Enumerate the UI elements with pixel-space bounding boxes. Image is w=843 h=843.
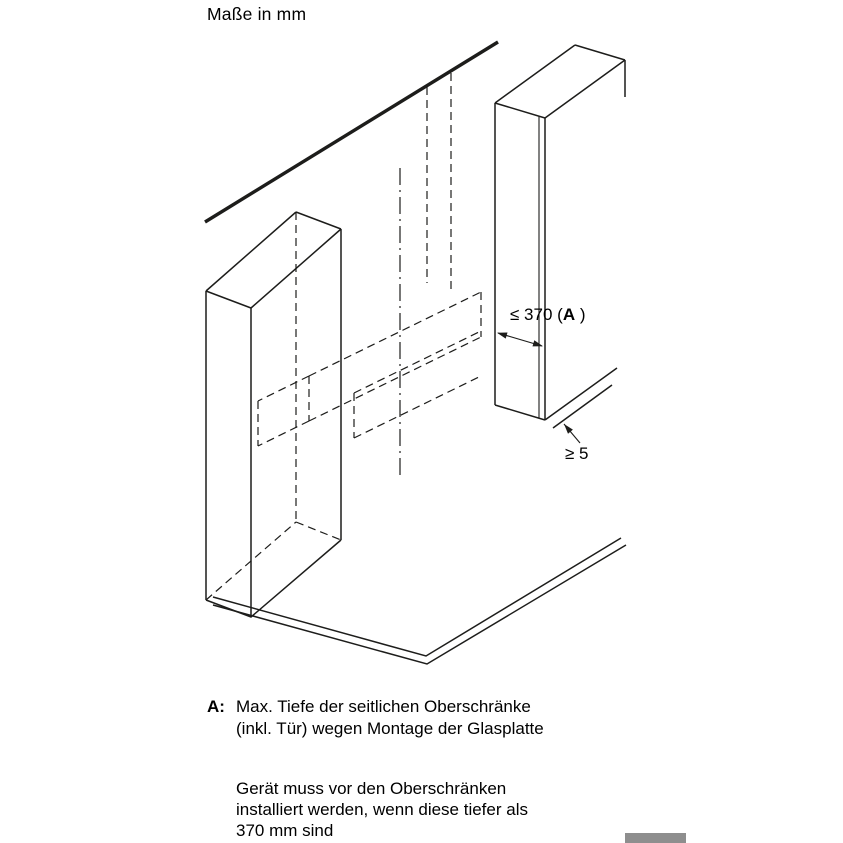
installation-note: Gerät muss vor den Oberschränken install…	[236, 778, 528, 841]
installation-note-line-3: 370 mm sind	[236, 821, 334, 840]
legend-a-line-2: (inkl. Tür) wegen Montage der Glasplatte	[236, 719, 544, 738]
installation-note-line-1: Gerät muss vor den Oberschränken	[236, 779, 507, 798]
legend-a-label: A:	[207, 697, 225, 716]
countertop-edges	[212, 537, 627, 665]
legend-a-text: Max. Tiefe der seitlichen Oberschränke (…	[236, 696, 544, 740]
hood-hidden-outline	[257, 73, 482, 447]
left-cabinet	[205, 211, 342, 618]
installation-note-line-2: installiert werden, wenn diese tiefer al…	[236, 800, 528, 819]
legend-a-line-1: Max. Tiefe der seitlichen Oberschränke	[236, 697, 531, 716]
dimension-depth-label: ≤ 370 (A )	[510, 305, 585, 324]
horizontal-scrollbar-thumb[interactable]	[625, 833, 686, 843]
dimension-gap-5: ≥ 5	[552, 384, 613, 463]
page-title: Maße in mm	[207, 4, 307, 24]
dimension-gap-label: ≥ 5	[565, 444, 589, 463]
legend-note-a: A: Max. Tiefe der seitlichen Oberschränk…	[207, 696, 544, 740]
dimension-depth-370: ≤ 370 (A )	[497, 305, 585, 347]
right-cabinet	[494, 44, 626, 421]
wall-top-edge	[204, 40, 499, 224]
